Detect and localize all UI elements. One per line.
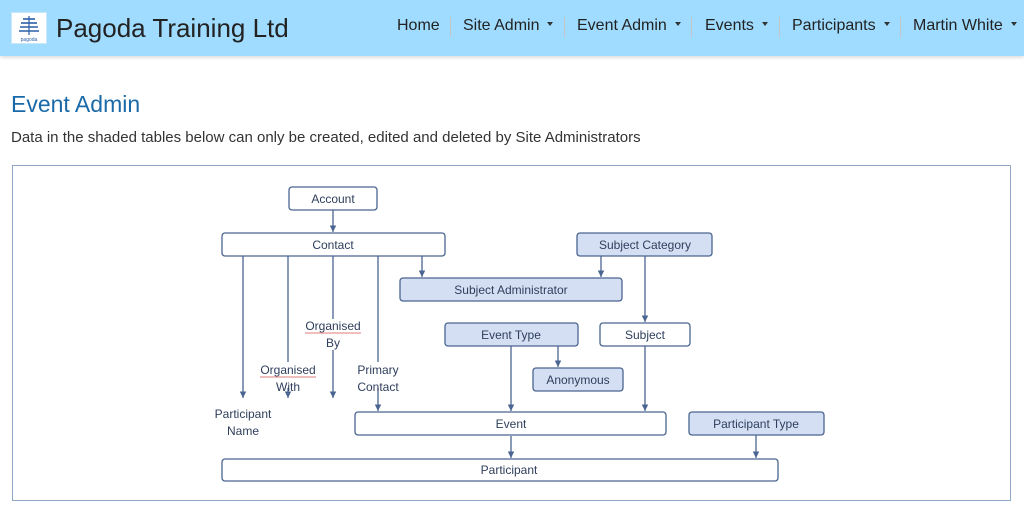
nav-item-events[interactable]: Events <box>705 17 768 35</box>
chevron-down-icon <box>761 21 768 26</box>
nav-item-event-admin[interactable]: Event Admin <box>577 17 681 35</box>
pagoda-logo-icon[interactable]: pagoda <box>11 12 47 44</box>
entity-subject-administrator[interactable]: Subject Administrator <box>399 277 623 302</box>
chevron-down-icon <box>674 21 681 26</box>
page-title: Event Admin <box>11 91 141 117</box>
entity-label: Subject <box>625 328 666 342</box>
diagram-canvas: Account Contact Subject Category Subject… <box>215 186 825 482</box>
nav-item-home[interactable]: Home <box>397 17 440 35</box>
nav-item-site-admin[interactable]: Site Admin <box>463 17 554 35</box>
relation-organised-by-line2: By <box>326 336 340 350</box>
nav-item-user-menu[interactable]: Martin White <box>913 17 1017 35</box>
entity-label: Contact <box>312 238 354 252</box>
entity-event[interactable]: Event <box>354 411 667 436</box>
nav-item-participants[interactable]: Participants <box>792 17 890 35</box>
entity-label: Event Type <box>481 328 541 342</box>
top-navbar: pagoda Pagoda Training Ltd Home Site Adm… <box>0 0 1024 56</box>
entity-label: Participant <box>481 463 538 477</box>
entity-label: Participant Type <box>713 417 799 431</box>
page-description: Data in the shaded tables below can only… <box>11 129 641 146</box>
entity-subject[interactable]: Subject <box>599 322 691 347</box>
nav-label: Site Admin <box>463 17 540 34</box>
nav-label: Participants <box>792 17 876 34</box>
relation-organised-with-line2: With <box>276 380 300 394</box>
entity-label: Subject Administrator <box>454 283 567 297</box>
entity-label: Account <box>311 192 355 206</box>
entity-account[interactable]: Account <box>288 186 378 211</box>
relation-participant-name-line2: Name <box>227 424 259 438</box>
entity-subject-category[interactable]: Subject Category <box>576 232 713 257</box>
brand-title[interactable]: Pagoda Training Ltd <box>56 13 289 43</box>
entity-contact[interactable]: Contact <box>221 232 446 257</box>
relation-participant-name-line1: Participant <box>215 407 272 421</box>
chevron-down-icon <box>547 21 554 26</box>
entity-participant[interactable]: Participant <box>221 458 779 482</box>
entity-label: Event <box>496 417 527 431</box>
nav-label: Home <box>397 17 440 34</box>
entity-relationship-diagram: Account Contact Subject Category Subject… <box>12 165 1011 501</box>
nav-divider <box>450 17 451 37</box>
entity-event-type[interactable]: Event Type <box>444 322 579 347</box>
relation-primary-contact-line2: Contact <box>357 380 399 394</box>
nav-divider <box>779 17 780 37</box>
nav-label: Event Admin <box>577 17 667 34</box>
entity-label: Subject Category <box>599 238 691 252</box>
chevron-down-icon <box>883 21 890 26</box>
nav-label: Martin White <box>913 17 1003 34</box>
nav-label: Events <box>705 17 754 34</box>
nav-divider <box>691 17 692 37</box>
chevron-down-icon <box>1010 21 1017 26</box>
entity-label: Anonymous <box>546 373 609 387</box>
nav-divider <box>900 17 901 37</box>
nav-divider <box>564 17 565 37</box>
entity-participant-type[interactable]: Participant Type <box>688 411 825 436</box>
relationship-lines <box>239 210 760 458</box>
relation-organised-by-line1: Organised <box>305 319 360 333</box>
entity-anonymous[interactable]: Anonymous <box>532 367 624 392</box>
relation-organised-with-line1: Organised <box>260 363 315 377</box>
relation-primary-contact-line1: Primary <box>357 363 398 377</box>
logo-text: pagoda <box>21 37 38 43</box>
